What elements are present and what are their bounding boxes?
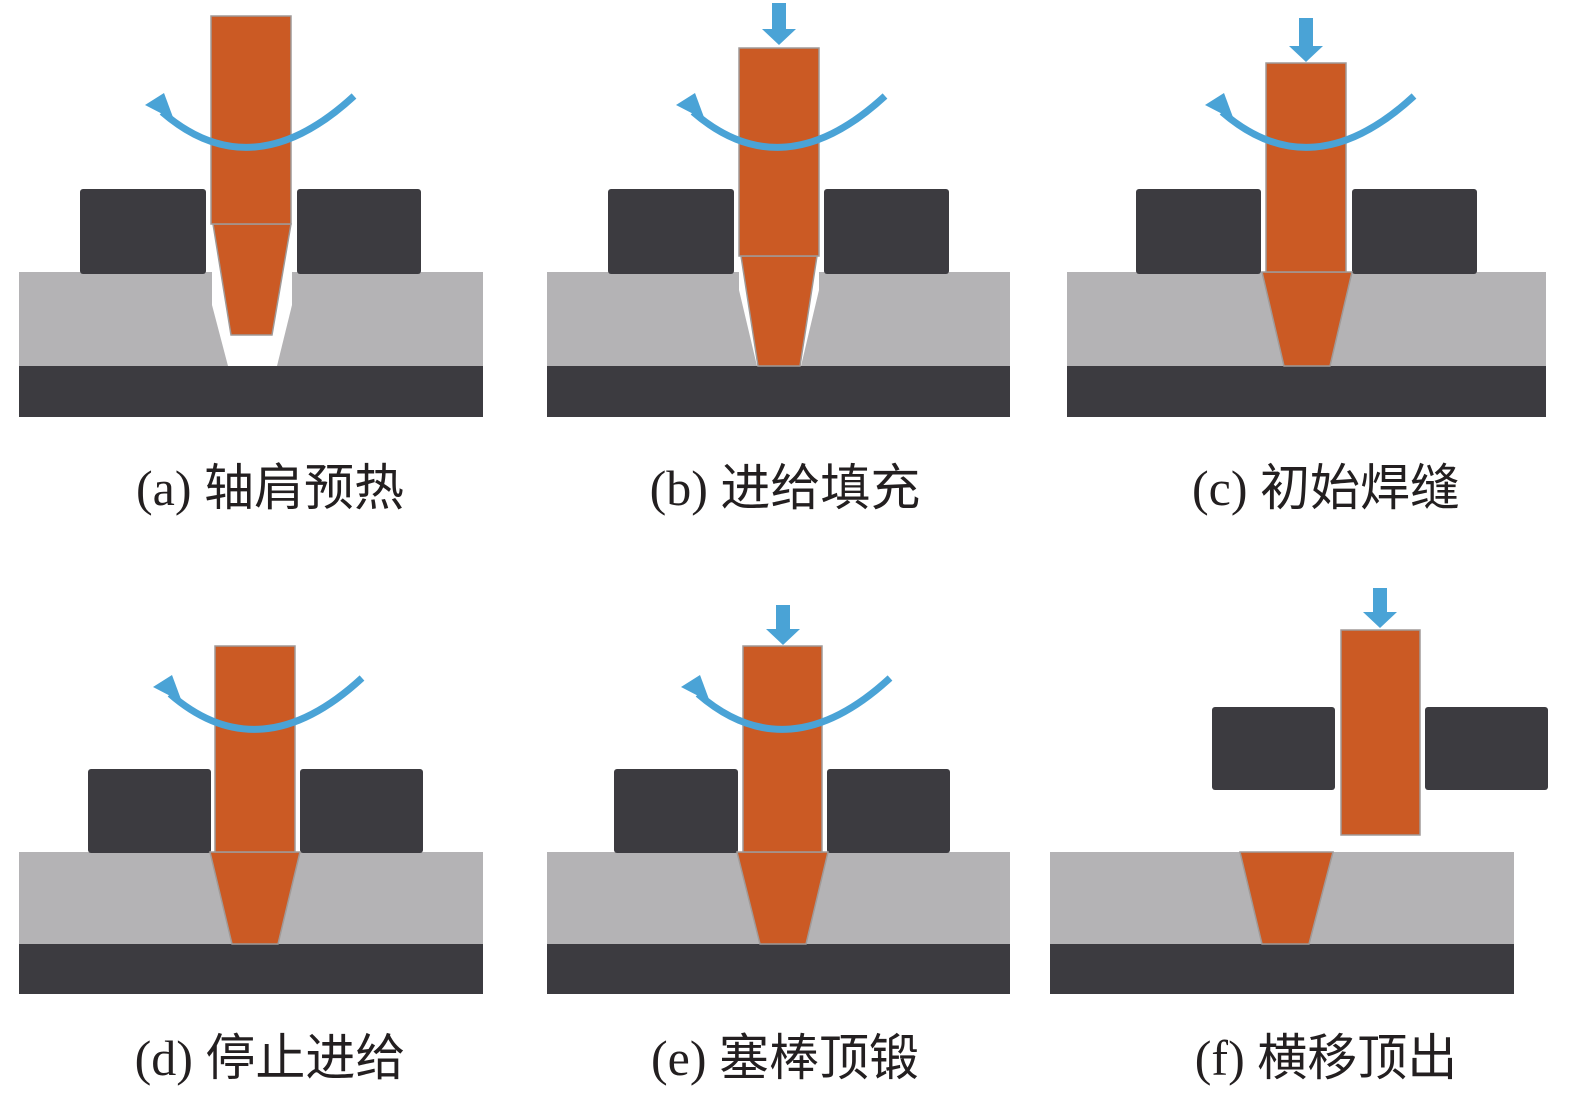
rotation-arrow-icon [690, 93, 888, 151]
plug-rod [1265, 62, 1347, 273]
down-force-arrow-icon [762, 3, 796, 45]
left-clamp [608, 189, 734, 274]
left-clamp [88, 769, 211, 853]
right-clamp [827, 769, 950, 853]
left-clamp [1212, 707, 1335, 790]
plug-rod [210, 15, 292, 225]
panel-f-caption: (f) 横移顶出 [1194, 1030, 1458, 1086]
panel-e-caption: (e) 塞棒顶锻 [651, 1030, 919, 1086]
plug-rod [1340, 629, 1421, 836]
plug-tip [1239, 851, 1334, 945]
backing-base [19, 366, 483, 417]
rotation-arrow-icon [167, 675, 365, 733]
rotation-arrow-icon [695, 675, 893, 733]
left-clamp [1136, 189, 1261, 274]
right-clamp [824, 189, 949, 274]
panel-b-caption: (b) 进给填充 [649, 460, 921, 516]
panel-e [547, 605, 1010, 994]
down-force-arrow-icon [1363, 588, 1397, 628]
panel-c-caption: (c) 初始焊缝 [1192, 460, 1460, 516]
backing-base [547, 366, 1010, 417]
rotation-arrow-icon [159, 93, 357, 151]
backing-base [1050, 944, 1514, 994]
panel-a [19, 15, 483, 417]
panel-b [547, 3, 1010, 417]
rotation-arrowhead-icon [681, 675, 710, 702]
backing-base [19, 944, 483, 994]
rotation-arrowhead-icon [153, 675, 182, 702]
right-clamp [300, 769, 423, 853]
right-clamp [1425, 707, 1548, 790]
rotation-arrowhead-icon [145, 93, 174, 120]
backing-base [547, 944, 1010, 994]
down-force-arrow-icon [1289, 18, 1323, 62]
rotation-arrowhead-icon [1205, 93, 1234, 120]
panel-d-caption: (d) 停止进给 [134, 1030, 406, 1086]
panel-d [19, 645, 483, 994]
rotation-arrowhead-icon [676, 93, 705, 120]
rotation-arrow-icon [1219, 93, 1417, 151]
plug-rod [742, 645, 823, 853]
backing-base [1067, 366, 1546, 417]
panel-c [1067, 18, 1546, 417]
left-clamp [614, 769, 738, 853]
plug-rod [214, 645, 296, 853]
right-clamp [1352, 189, 1477, 274]
left-clamp [80, 189, 206, 274]
down-force-arrow-icon [766, 605, 800, 645]
plug-rod [738, 47, 820, 257]
right-clamp [297, 189, 421, 274]
panel-a-caption: (a) 轴肩预热 [136, 460, 404, 516]
panel-f [1050, 588, 1548, 994]
